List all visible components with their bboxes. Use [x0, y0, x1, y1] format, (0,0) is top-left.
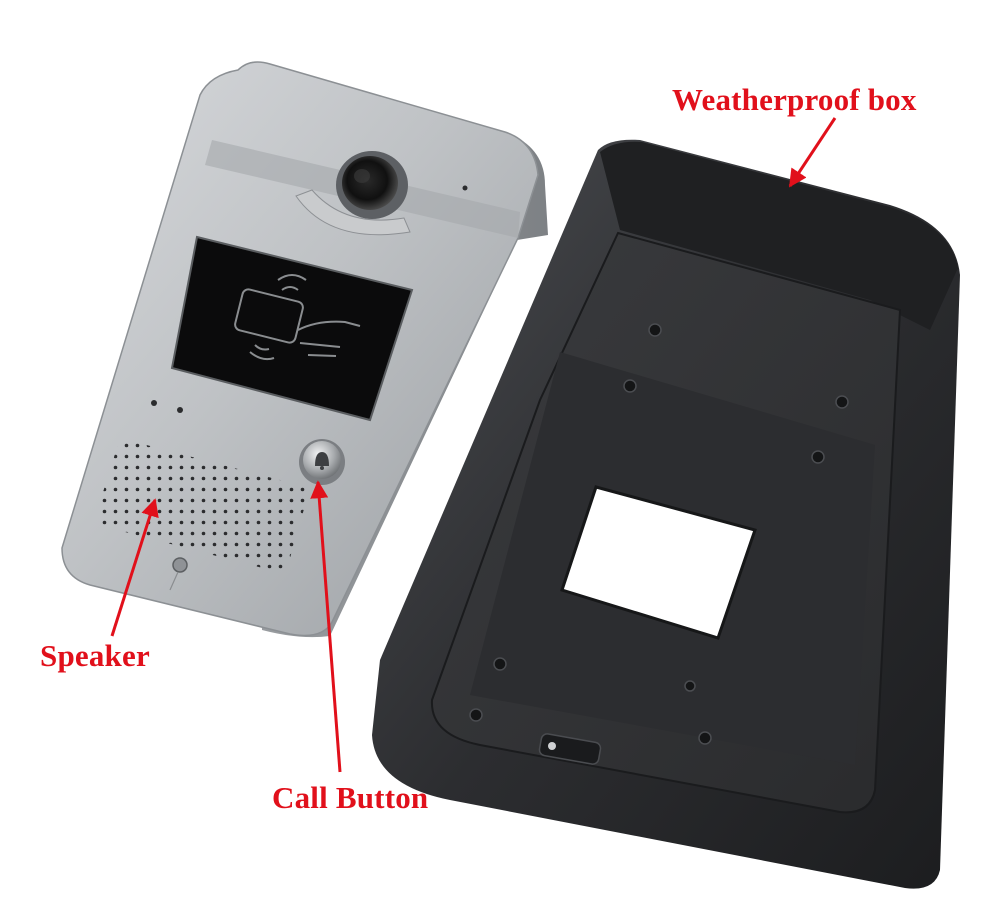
camera-lens-icon — [295, 151, 411, 236]
wire-cutout — [560, 485, 757, 640]
drain-slot — [538, 733, 602, 765]
led-dot-icon — [151, 400, 157, 406]
mic-dot-icon — [177, 407, 183, 413]
speaker-grille — [97, 438, 310, 571]
annotation-arrows — [110, 117, 837, 773]
label-weatherproof-box: Weatherproof box — [672, 82, 917, 117]
mounting-holes — [469, 323, 849, 745]
arrow-weatherproof — [788, 117, 837, 188]
weatherproof-box — [372, 139, 960, 889]
bell-icon — [315, 452, 329, 470]
label-speaker: Speaker — [40, 638, 150, 673]
call-button[interactable] — [299, 439, 345, 485]
sensor-dot-icon — [462, 185, 468, 191]
card-tap-hand-icon — [234, 274, 361, 361]
rfid-reader-window — [170, 235, 414, 422]
screw-icon — [172, 557, 188, 573]
arrow-call-button — [310, 480, 342, 773]
arrow-speaker — [110, 498, 159, 637]
label-call-button: Call Button — [272, 780, 429, 815]
